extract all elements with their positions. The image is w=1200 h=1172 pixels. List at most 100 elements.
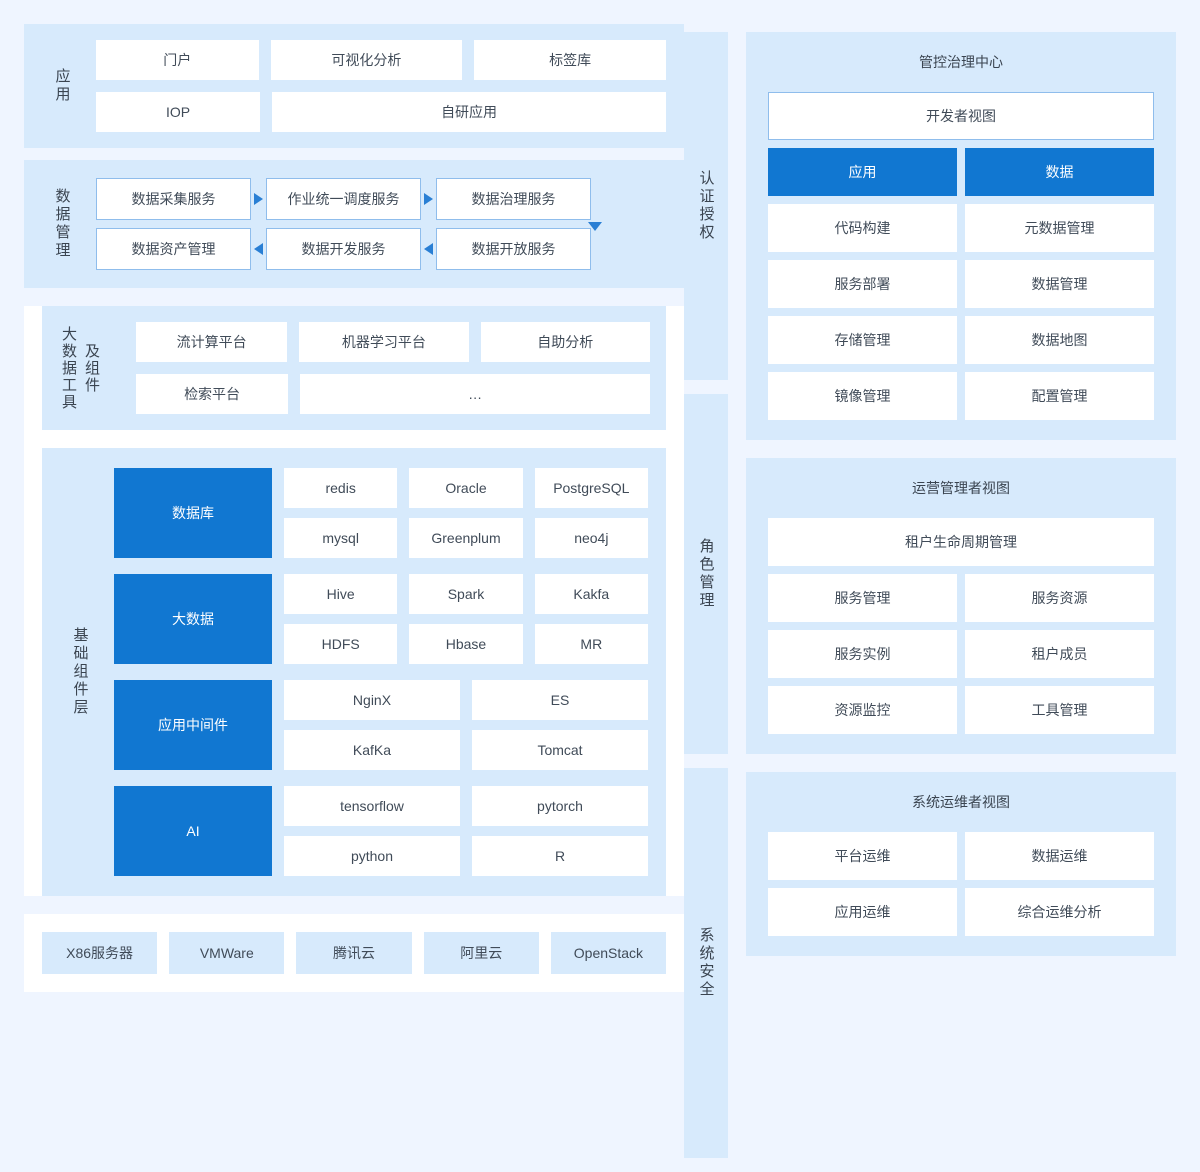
infra-box-greenplum[interactable]: Greenplum xyxy=(409,518,523,558)
dm-box-scheduling-service[interactable]: 作业统一调度服务 xyxy=(266,178,421,220)
bd-box-more[interactable]: … xyxy=(300,374,650,414)
dm-box-governance-service[interactable]: 数据治理服务 xyxy=(436,178,591,220)
ops-box-service-instance[interactable]: 服务实例 xyxy=(768,630,957,678)
dm-box-open-service[interactable]: 数据开放服务 xyxy=(436,228,591,270)
bd-box-self-service-analysis[interactable]: 自助分析 xyxy=(480,322,650,362)
infra-box-tensorflow[interactable]: tensorflow xyxy=(284,786,460,826)
infra-key-database[interactable]: 数据库 xyxy=(114,468,272,558)
operations-manager-panel: 运营管理者视图 租户生命周期管理 服务管理 服务资源 服务实例 租户成员 资源监… xyxy=(746,458,1176,754)
infra-box-pytorch[interactable]: pytorch xyxy=(472,786,648,826)
ops-hero-tenant-lifecycle[interactable]: 租户生命周期管理 xyxy=(768,518,1154,566)
strip-auth[interactable]: 认证授权 xyxy=(684,32,728,380)
infra-box-mr[interactable]: MR xyxy=(534,624,648,664)
infra-box-mysql[interactable]: mysql xyxy=(284,518,398,558)
infra-box-r[interactable]: R xyxy=(472,836,648,876)
maintainer-box-data-ops[interactable]: 数据运维 xyxy=(965,832,1154,880)
ops-box-tool-management[interactable]: 工具管理 xyxy=(965,686,1154,734)
infra-item-openstack[interactable]: OpenStack xyxy=(550,932,667,974)
strip-auth-label: 认证授权 xyxy=(697,170,715,242)
infra-box-oracle[interactable]: Oracle xyxy=(409,468,523,508)
arrow-down-icon xyxy=(588,222,602,231)
maintainer-box-integrated-ops-analysis[interactable]: 综合运维分析 xyxy=(965,888,1154,936)
strip-system-security[interactable]: 系统安全 xyxy=(684,768,728,1158)
bd-box-machine-learning[interactable]: 机器学习平台 xyxy=(299,322,469,362)
app-box-iop[interactable]: IOP xyxy=(96,92,261,132)
infra-box-python[interactable]: python xyxy=(284,836,460,876)
dm-box-asset-management[interactable]: 数据资产管理 xyxy=(96,228,251,270)
infrastructure-row: X86服务器 VMWare 腾讯云 阿里云 OpenStack xyxy=(42,932,667,974)
infra-box-postgresql[interactable]: PostgreSQL xyxy=(534,468,648,508)
right-panels: 管控治理中心 开发者视图 应用 数据 代码构建 元数据管理 服务部署 数据管理 xyxy=(746,24,1176,1172)
infra-components-panel: 基础组件层 数据库 redis Oracle PostgreSQL mysql xyxy=(42,448,666,896)
infra-item-vmware[interactable]: VMWare xyxy=(169,932,285,974)
ops-box-tenant-member[interactable]: 租户成员 xyxy=(965,630,1154,678)
maintainer-box-platform-ops[interactable]: 平台运维 xyxy=(768,832,957,880)
infra-box-neo4j[interactable]: neo4j xyxy=(534,518,648,558)
bigdata-tools-label-col1: 大数据工具 xyxy=(60,325,77,411)
dm-box-development-service[interactable]: 数据开发服务 xyxy=(266,228,421,270)
bd-box-stream-compute[interactable]: 流计算平台 xyxy=(136,322,288,362)
governance-box-code-build[interactable]: 代码构建 xyxy=(768,204,957,252)
infra-key-bigdata[interactable]: 大数据 xyxy=(114,574,272,664)
governance-center-panel: 管控治理中心 开发者视图 应用 数据 代码构建 元数据管理 服务部署 数据管理 xyxy=(746,32,1176,440)
infra-key-middleware[interactable]: 应用中间件 xyxy=(114,680,272,770)
infra-row: mysql Greenplum neo4j xyxy=(284,518,648,558)
infra-item-x86[interactable]: X86服务器 xyxy=(42,932,158,974)
governance-box-service-deploy[interactable]: 服务部署 xyxy=(768,260,957,308)
strip-role-management[interactable]: 角色管理 xyxy=(684,394,728,754)
governance-box-data[interactable]: 数据 xyxy=(965,148,1154,196)
data-management-label: 数据管理 xyxy=(53,188,71,260)
app-box-visual-analysis[interactable]: 可视化分析 xyxy=(270,40,463,80)
infra-item-alibaba-cloud[interactable]: 阿里云 xyxy=(423,932,539,974)
infra-box-kakfa[interactable]: Kakfa xyxy=(534,574,648,614)
governance-box-data-management[interactable]: 数据管理 xyxy=(965,260,1154,308)
app-box-self-developed[interactable]: 自研应用 xyxy=(272,92,666,132)
infra-box-nginx[interactable]: NginX xyxy=(284,680,460,720)
infra-group-middleware: 应用中间件 NginX ES KafKa Tomcat xyxy=(114,680,648,770)
infra-components-label: 基础组件层 xyxy=(71,627,89,717)
ops-box-resource-monitor[interactable]: 资源监控 xyxy=(768,686,957,734)
governance-box-data-map[interactable]: 数据地图 xyxy=(965,316,1154,364)
bd-box-search-platform[interactable]: 检索平台 xyxy=(136,374,289,414)
governance-box-config-management[interactable]: 配置管理 xyxy=(965,372,1154,420)
infra-key-ai[interactable]: AI xyxy=(114,786,272,876)
infra-box-hbase[interactable]: Hbase xyxy=(409,624,523,664)
governance-center-title: 管控治理中心 xyxy=(919,54,1003,70)
infra-items-database: redis Oracle PostgreSQL mysql Greenplum … xyxy=(284,468,648,558)
infra-box-tomcat[interactable]: Tomcat xyxy=(472,730,648,770)
system-maintainer-grid: 平台运维 数据运维 应用运维 综合运维分析 xyxy=(768,832,1154,936)
vertical-strips: 认证授权 角色管理 系统安全 xyxy=(684,24,728,1172)
arrow-gap-1 xyxy=(251,193,266,205)
governance-box-application[interactable]: 应用 xyxy=(768,148,957,196)
data-management-items: 数据采集服务 作业统一调度服务 数据治理服务 数据资产管理 数据开发服务 数据开… xyxy=(96,178,666,270)
governance-box-storage-management[interactable]: 存储管理 xyxy=(768,316,957,364)
bigdata-row-2: 检索平台 … xyxy=(136,374,650,414)
infra-box-spark[interactable]: Spark xyxy=(409,574,523,614)
data-management-row-1: 数据采集服务 作业统一调度服务 数据治理服务 xyxy=(96,178,666,220)
dm-box-collection-service[interactable]: 数据采集服务 xyxy=(96,178,251,220)
right-column: 认证授权 角色管理 系统安全 管控治理中心 开发者视图 应用 数据 xyxy=(684,0,1200,1172)
infra-group-ai: AI tensorflow pytorch python R xyxy=(114,786,648,876)
bigdata-tools-label: 大数据工具 及组件 xyxy=(58,322,122,414)
infra-box-es[interactable]: ES xyxy=(472,680,648,720)
infra-box-redis[interactable]: redis xyxy=(284,468,398,508)
infra-box-hive[interactable]: Hive xyxy=(284,574,398,614)
infra-box-kafka[interactable]: KafKa xyxy=(284,730,460,770)
infra-row: python R xyxy=(284,836,648,876)
bigdata-tools-panel: 大数据工具 及组件 流计算平台 机器学习平台 自助分析 检索平台 … xyxy=(42,306,666,430)
governance-box-metadata-management[interactable]: 元数据管理 xyxy=(965,204,1154,252)
governance-box-image-management[interactable]: 镜像管理 xyxy=(768,372,957,420)
ops-box-service-resource[interactable]: 服务资源 xyxy=(965,574,1154,622)
infra-row: HDFS Hbase MR xyxy=(284,624,648,664)
bigdata-tools-items: 流计算平台 机器学习平台 自助分析 检索平台 … xyxy=(136,322,650,414)
governance-highlight-row: 应用 数据 xyxy=(768,148,1154,196)
ops-box-service-management[interactable]: 服务管理 xyxy=(768,574,957,622)
maintainer-box-application-ops[interactable]: 应用运维 xyxy=(768,888,957,936)
governance-hero-developer-view[interactable]: 开发者视图 xyxy=(768,92,1154,140)
data-management-layer-card: 数据管理 数据采集服务 作业统一调度服务 数据治理服务 数据资产管理 数据开发服… xyxy=(24,160,684,288)
governance-row: 存储管理 数据地图 xyxy=(768,316,1154,364)
infra-box-hdfs[interactable]: HDFS xyxy=(284,624,398,664)
app-box-tag-library[interactable]: 标签库 xyxy=(474,40,666,80)
app-box-portal[interactable]: 门户 xyxy=(96,40,259,80)
infra-item-tencent-cloud[interactable]: 腾讯云 xyxy=(296,932,412,974)
